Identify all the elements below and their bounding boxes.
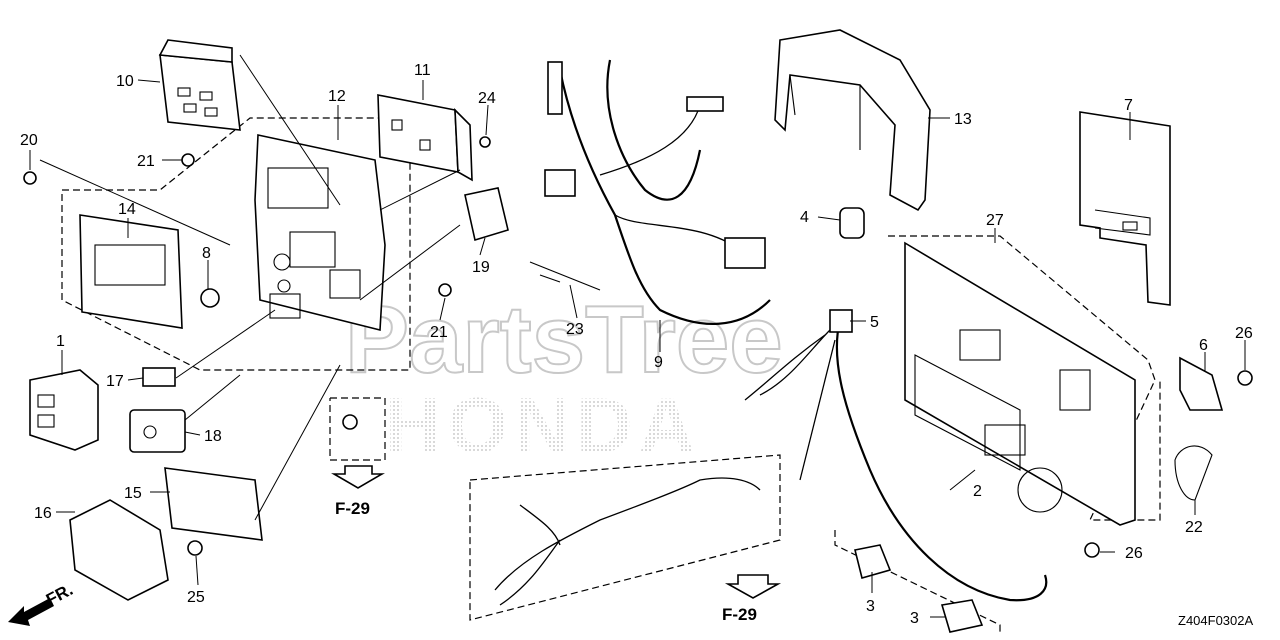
part-sub-harness: [494, 477, 761, 606]
callout-1: 1: [56, 333, 65, 350]
callout-2: 2: [973, 483, 982, 500]
callout-20: 20: [20, 132, 38, 149]
callout-27: 27: [986, 212, 1004, 229]
callout-3a: 3: [866, 598, 875, 615]
callout-7: 7: [1124, 97, 1133, 114]
callout-3b: 3: [910, 610, 919, 627]
callout-5: 5: [870, 314, 879, 331]
watermark-partstree: PartsTree: [345, 286, 783, 393]
callout-15: 15: [124, 485, 142, 502]
callout-22: 22: [1185, 519, 1203, 536]
reference-label-f29-right: F-29: [722, 605, 757, 624]
callout-17: 17: [106, 373, 124, 390]
callout-11: 11: [414, 62, 431, 79]
callout-26a: 26: [1235, 325, 1253, 342]
callout-19: 19: [472, 259, 490, 276]
callout-12: 12: [328, 88, 346, 105]
callout-21b: 21: [430, 324, 448, 341]
callout-10: 10: [116, 73, 134, 90]
callout-4: 4: [800, 209, 809, 226]
callout-23: 23: [566, 321, 584, 338]
callout-18: 18: [204, 428, 222, 445]
part-outlet-block: [377, 94, 473, 182]
callout-9: 9: [654, 354, 663, 371]
callout-numbers: 1 2 3 3 4 5 6 7 8 9 10 11 12 13 14 15 16…: [20, 62, 1253, 627]
callout-21a: 21: [137, 153, 155, 170]
callout-6: 6: [1199, 337, 1208, 354]
group-outlines: [61, 117, 1161, 632]
watermark-honda: HONDA: [385, 381, 701, 469]
part-control-panel: [254, 134, 386, 332]
part-wire-harness-lower: [744, 309, 1048, 602]
diagram-code: Z404F0302A: [1178, 613, 1253, 628]
small-parts: [23, 136, 1253, 633]
leader-lines: [29, 54, 1246, 618]
callout-8: 8: [202, 245, 211, 262]
part-insulation-sheet: [1079, 111, 1171, 306]
reference-arrows: [331, 465, 782, 599]
callout-13: 13: [954, 111, 972, 128]
callout-26b: 26: [1125, 545, 1143, 562]
front-arrow-icon: [8, 598, 54, 626]
part-heat-shield: [774, 29, 931, 212]
callout-25: 25: [187, 589, 205, 606]
part-inverter-unit: [904, 241, 1136, 526]
part-wire-harness-main: [544, 59, 771, 325]
callout-16: 16: [34, 505, 52, 522]
part-outlet-cover: [158, 39, 241, 131]
reference-label-f29-left: F-29: [335, 499, 370, 518]
callout-14: 14: [118, 201, 136, 218]
callout-24: 24: [478, 90, 496, 107]
